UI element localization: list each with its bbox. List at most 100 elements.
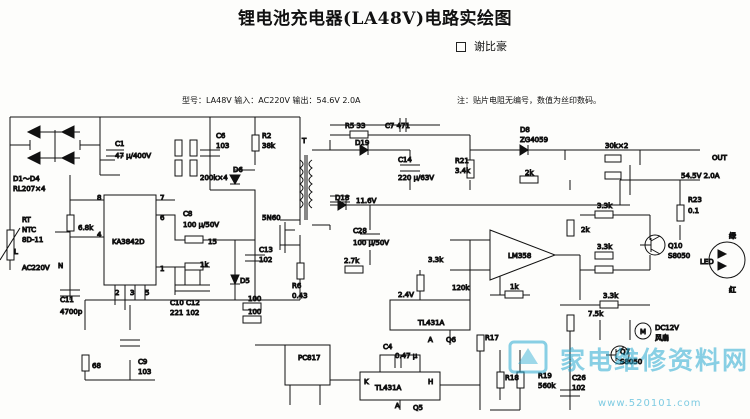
label-c12: C12 xyxy=(186,299,200,307)
pin-5: 5 xyxy=(145,289,149,297)
fan-motor xyxy=(634,322,652,340)
bridge-diodes xyxy=(26,125,75,165)
mosfet-5n60 xyxy=(279,222,295,253)
checkbox-icon xyxy=(456,42,466,52)
transistor-q10 xyxy=(640,234,666,256)
label-r18: R18 xyxy=(505,374,519,382)
label-c9-value: 103 xyxy=(138,368,151,376)
label-motor-m: M xyxy=(640,328,646,336)
label-c11-value: 4700p xyxy=(60,308,83,316)
label-r2-7k: 2.7k xyxy=(344,257,360,265)
label-c4: C4 xyxy=(383,343,393,351)
label-c14-value: 220 μ/63V xyxy=(398,174,434,182)
label-l: L xyxy=(14,248,18,256)
label-r2k-b: 2k xyxy=(581,226,590,234)
label-q10: Q10 xyxy=(668,242,682,250)
ka3842d-ic xyxy=(103,194,157,286)
label-tl431-a2: A xyxy=(395,402,400,410)
label-q7-value: S8050 xyxy=(620,358,642,366)
label-c13: C13 xyxy=(259,246,273,254)
lm358-opamp xyxy=(489,229,557,281)
label-out: OUT xyxy=(712,154,728,162)
label-r5: R5 33 xyxy=(345,122,365,130)
capacitors xyxy=(60,118,580,397)
label-c14: C14 xyxy=(398,156,412,164)
label-c4-value: 0.47 μ xyxy=(395,352,418,360)
pin-3: 3 xyxy=(130,289,134,297)
label-green: 绿 xyxy=(729,231,736,240)
label-d8: D8 xyxy=(520,126,530,134)
label-r68: 68 xyxy=(92,362,101,370)
label-pc817: PC817 xyxy=(298,354,320,362)
label-r3-3k-a: 3.3k xyxy=(428,256,444,264)
label-r6-8k: 6.8k xyxy=(78,224,94,232)
label-r1k-a: 1k xyxy=(200,261,209,269)
label-c7: C7 471 xyxy=(385,122,410,130)
label-c28: C28 xyxy=(353,227,367,235)
label-ac-input: AC220V xyxy=(22,264,50,272)
label-ntc: NTC xyxy=(22,226,36,234)
pin-4: 4 xyxy=(97,231,102,239)
label-r21-value: 3.4k xyxy=(455,167,471,175)
pin-8: 8 xyxy=(97,194,101,202)
label-r3-3k-c: 3.3k xyxy=(597,243,613,251)
label-rl207: RL207×4 xyxy=(13,185,46,193)
label-c26-value: 102 xyxy=(572,384,585,392)
label-r2: R2 xyxy=(262,132,271,140)
label-transformer-t: T xyxy=(301,137,307,145)
resistors xyxy=(66,130,685,389)
label-k: K xyxy=(364,378,369,386)
label-r19-value: 560k xyxy=(538,382,556,390)
label-r21: R21 xyxy=(455,157,469,165)
label-n: N xyxy=(58,262,63,270)
label-c11: C11 xyxy=(60,296,74,304)
pin-6: 6 xyxy=(160,214,165,222)
label-r6-value: 0.43 xyxy=(292,292,308,300)
label-r30k: 30k×2 xyxy=(605,142,628,150)
label-r7-5k: 7.5k xyxy=(588,310,604,318)
label-c6: C6 xyxy=(216,132,226,140)
label-r100a: 100 xyxy=(248,295,261,303)
label-r2-value: 38k xyxy=(262,142,276,150)
label-tl431a-q5: TL431A xyxy=(374,384,402,392)
label-q7: Q7 xyxy=(620,348,630,356)
label-c1: C1 xyxy=(115,140,124,148)
author-line: 谢比豪 xyxy=(456,38,507,54)
transformer xyxy=(299,155,313,220)
label-c13-value: 102 xyxy=(259,256,272,264)
label-q10-value: S8050 xyxy=(668,252,690,260)
label-q5: Q5 xyxy=(413,404,423,412)
label-q6: Q6 xyxy=(446,336,457,344)
led-bicolor xyxy=(708,241,746,279)
transistor-q7 xyxy=(606,345,630,365)
diode-d8 xyxy=(519,144,529,156)
diode-d6 xyxy=(229,174,241,186)
label-r120k: 120k xyxy=(452,284,470,292)
schematic-title: 锂电池充电器(LA48V)电路实绘图 xyxy=(237,9,513,29)
pin-1: 1 xyxy=(160,265,164,273)
label-c6-value: 103 xyxy=(216,142,229,150)
label-d6: D6 xyxy=(233,166,243,174)
label-r17: R17 xyxy=(485,334,499,342)
label-led: LED xyxy=(700,258,714,266)
author-name: 谢比豪 xyxy=(474,40,507,53)
label-c10: C10 xyxy=(170,299,184,307)
label-ka3842d: KA3842D xyxy=(112,238,144,246)
diode-d18 xyxy=(337,199,347,211)
label-c28-value: 100 μ/50V xyxy=(353,239,389,247)
label-tl431a-q6: TL431A xyxy=(417,319,445,327)
label-zg4059: ZG4059 xyxy=(520,136,548,144)
label-c12-value: 102 xyxy=(186,309,199,317)
label-lm358: LM358 xyxy=(508,252,531,260)
label-r19: R19 xyxy=(538,372,552,380)
label-output-voltage: 54.5V 2.0A xyxy=(681,172,720,180)
label-dc12v: DC12V xyxy=(655,324,679,332)
label-d18: D18 xyxy=(335,194,349,202)
label-c8-value: 100 μ/50V xyxy=(183,221,219,229)
label-rt: RT xyxy=(22,216,31,224)
label-r6: R6 xyxy=(292,282,302,290)
label-rt-value: 8D-11 xyxy=(22,236,43,244)
label-d5: D5 xyxy=(240,277,250,285)
watermark-text: 家电维修资料网 xyxy=(560,346,750,375)
